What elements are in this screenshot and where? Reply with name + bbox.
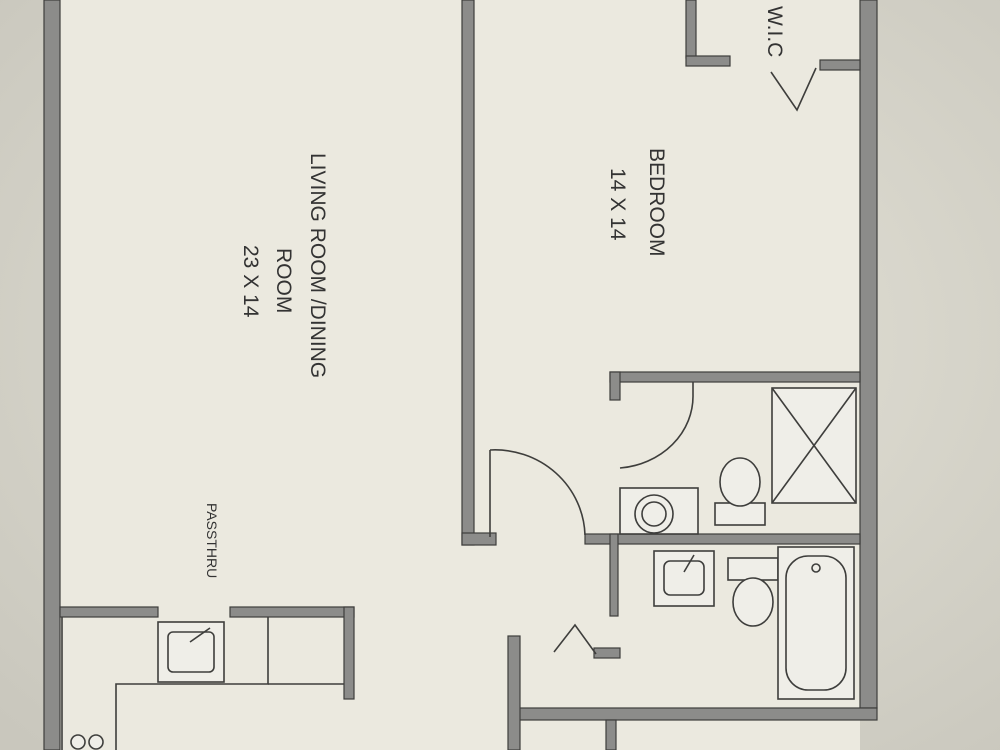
south-wall [517, 707, 878, 721]
entry-jamb [507, 635, 521, 750]
entry-bifold-door [553, 623, 597, 655]
bedroom-dimensions: 14 X 14 [606, 168, 629, 241]
bath-door-swing [619, 394, 694, 469]
vanity-sink-upper [619, 487, 699, 535]
living-bedroom-partition [461, 0, 475, 546]
closet-bifold-door [770, 67, 817, 112]
toilet-upper [714, 457, 766, 526]
stove-burners [70, 734, 104, 750]
closet-wall-right [819, 59, 861, 71]
kitchen-sink [157, 621, 225, 683]
bedroom-label: BEDROOM [645, 148, 668, 257]
closet-label: W.I.C [763, 6, 786, 57]
west-exterior-wall [43, 0, 61, 750]
kitchen-counter [115, 617, 269, 750]
entry-lower-wall [605, 719, 617, 750]
closet-wall-left [685, 0, 697, 59]
entry-stub [593, 647, 621, 659]
bath-divider-stub [609, 533, 619, 617]
doors [489, 67, 817, 655]
kitchen [61, 617, 344, 750]
closet-wall-bottom [685, 55, 731, 67]
passthru-label: PASSTHRU [204, 503, 220, 578]
kitchen-right-wall [343, 606, 355, 700]
east-exterior-wall [859, 0, 878, 709]
vanity-sink-lower [653, 550, 715, 607]
kitchen-top-wall-a [59, 606, 159, 618]
bedroom-bath-wall [609, 371, 861, 383]
toilet-lower [727, 557, 779, 627]
walls [43, 0, 878, 750]
living-room-label-line1: LIVING ROOM /DINING [306, 153, 329, 378]
living-room-label-line2: ROOM [272, 248, 295, 313]
bedroom-door-swing [489, 449, 586, 536]
shower [771, 387, 857, 504]
bath-corridor-wall [584, 533, 861, 545]
living-room-dimensions: 23 X 14 [239, 245, 262, 318]
bathtub [777, 546, 855, 700]
kitchen-top-wall-b [229, 606, 355, 618]
partition-return [461, 532, 497, 546]
bath-west-wall [609, 371, 621, 401]
